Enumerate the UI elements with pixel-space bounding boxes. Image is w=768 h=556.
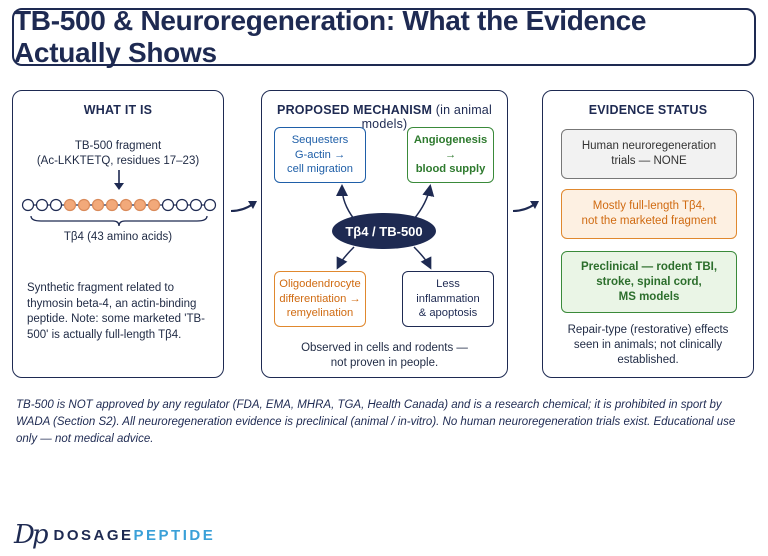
fragment-residue-bead: [105, 198, 119, 212]
fragment-residue-bead: [91, 198, 105, 212]
full-line-2: not the marketed fragment: [581, 215, 717, 227]
brace-icon: [30, 215, 208, 227]
page-title: TB-500 & Neuroregeneration: What the Evi…: [12, 5, 756, 68]
mechanism-heading: PROPOSED MECHANISM (in animal models): [262, 103, 507, 131]
fragment-residue-bead: [147, 198, 161, 212]
evidence-preclinical-box: Preclinical — rodent TBI, stroke, spinal…: [561, 251, 737, 313]
preclin-line-2: stroke, spinal cord,: [596, 275, 702, 288]
mechanism-hub: Tβ4 / TB-500: [332, 213, 436, 249]
brand-monogram: Dp: [14, 520, 48, 550]
residue-bead: [49, 198, 63, 212]
angio-line-2: blood supply: [415, 163, 486, 176]
what-it-is-panel: WHAT IT IS TB-500 fragment (Ac-LKKTETQ, …: [12, 90, 224, 378]
evidence-note-1: Repair-type (restorative) effects: [567, 324, 729, 336]
residue-bead: [161, 198, 175, 212]
fragment-residue-bead: [133, 198, 147, 212]
mechanism-gactin-box: Sequesters G-actin → cell migration: [274, 127, 366, 183]
fragment-residue-bead: [63, 198, 77, 212]
mechanism-heading-title: PROPOSED MECHANISM: [277, 103, 433, 117]
brand-logo: Dp DOSAGEPEPTIDE: [14, 520, 215, 550]
residue-bead: [203, 198, 217, 212]
fragment-residue-bead: [77, 198, 91, 212]
human-line-2: trials — NONE: [611, 155, 687, 167]
mechanism-inflammation-box: Less inflammation & apoptosis: [402, 271, 494, 327]
evidence-panel: EVIDENCE STATUS Human neuroregeneration …: [542, 90, 754, 378]
preclin-line-1: Preclinical — rodent TBI,: [580, 260, 718, 273]
disclaimer: TB-500 is NOT approved by any regulator …: [16, 399, 736, 445]
peptide-chain: [21, 198, 217, 212]
flow-arrow-icon: [230, 201, 257, 212]
oligo-line-1: Oligodendrocyte: [279, 278, 361, 291]
inflam-line-1: Less inflammation: [416, 278, 480, 305]
brand-name: DOSAGEPEPTIDE: [54, 527, 216, 544]
evidence-heading: EVIDENCE STATUS: [588, 103, 708, 117]
mechanism-heading-sub: (in animal models): [361, 103, 492, 131]
fragment-residue-bead: [119, 198, 133, 212]
evidence-note-3: established.: [617, 354, 679, 366]
evidence-human-box: Human neuroregeneration trials — NONE: [561, 129, 737, 179]
fragment-label: TB-500 fragment: [74, 140, 162, 152]
mechanism-panel: PROPOSED MECHANISM (in animal models) Se…: [261, 90, 508, 378]
oligo-line-2: differentiation →: [279, 292, 361, 305]
inflam-line-2: & apoptosis: [418, 307, 478, 320]
residue-bead: [21, 198, 35, 212]
residue-bead: [35, 198, 49, 212]
brand-name-part2: PEPTIDE: [133, 526, 216, 544]
evidence-note-2: seen in animals; not clinically: [573, 339, 723, 351]
mechanism-angiogenesis-box: Angiogenesis → blood supply: [407, 127, 494, 183]
flow-arrow-icon: [512, 201, 539, 212]
mechanism-note-2: not proven in people.: [330, 357, 439, 369]
mechanism-remyelination-box: Oligodendrocyte differentiation → remyel…: [274, 271, 366, 327]
protein-label: Tβ4 (43 amino acids): [63, 231, 173, 243]
human-line-1: Human neuroregeneration: [581, 140, 717, 152]
gactin-line-1: Sequesters: [291, 134, 349, 147]
gactin-line-2: G-actin →: [294, 148, 346, 161]
residue-bead: [189, 198, 203, 212]
preclin-line-3: MS models: [618, 290, 680, 303]
residue-bead: [175, 198, 189, 212]
angio-line-1: Angiogenesis →: [413, 134, 488, 161]
what-it-is-description: Synthetic fragment related to thymosin b…: [27, 282, 205, 341]
brand-name-part1: DOSAGE: [53, 526, 134, 544]
full-line-1: Mostly full-length Tβ4,: [592, 200, 706, 212]
evidence-full-length-box: Mostly full-length Tβ4, not the marketed…: [561, 189, 737, 239]
fragment-detail: (Ac-LKKTETQ, residues 17–23): [36, 155, 200, 167]
down-arrow-icon: [114, 170, 124, 190]
gactin-line-3: cell migration: [287, 163, 353, 176]
mechanism-note-1: Observed in cells and rodents —: [301, 342, 468, 354]
what-it-is-heading: WHAT IT IS: [83, 103, 153, 117]
oligo-line-3: remyelination: [286, 307, 354, 320]
